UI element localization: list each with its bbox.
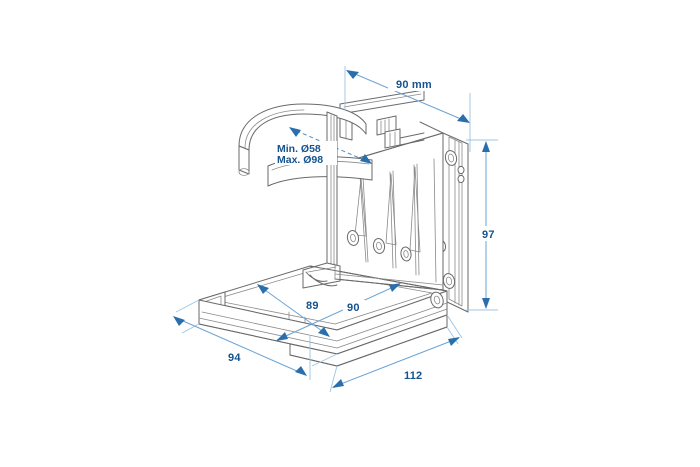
base-inner-width-dimension: 90: [276, 283, 401, 341]
right-height-dimension-label: 97: [482, 229, 495, 241]
base-left-depth-dimension: 94: [173, 299, 338, 376]
base-overall-width-dimension-label: 112: [404, 370, 422, 382]
base-inner-depth-dimension-label: 89: [306, 300, 319, 312]
top-width-dimension-label: 90 mm: [396, 79, 432, 91]
base-inner-width-dimension-label: 90: [347, 302, 360, 314]
cup-diameter-min-label: Min. Ø58: [277, 143, 321, 155]
cup-diameter-dimension: Min. Ø58 Max. Ø98: [275, 127, 372, 166]
left-support-strut: [305, 271, 338, 287]
right-height-dimension: 97: [466, 139, 500, 311]
cup-holder-illustration: [198, 89, 469, 367]
latch-clip-detail: [376, 115, 425, 149]
rear-panel: [334, 132, 444, 291]
top-width-dimension: 90 mm: [344, 66, 471, 152]
base-inner-depth-dimension: 89: [257, 284, 330, 337]
base-left-depth-dimension-label: 94: [228, 352, 241, 364]
base-overall-width-dimension: 112: [329, 314, 463, 393]
center-hinge-column: [326, 111, 338, 286]
cup-diameter-max-label: Max. Ø98: [277, 154, 323, 166]
rear-bottom-rail: [334, 273, 444, 291]
